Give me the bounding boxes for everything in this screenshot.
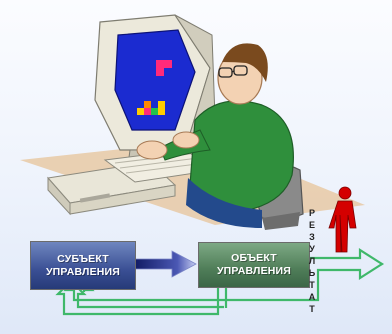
hand: [136, 140, 168, 160]
subject-of-control-block: СУБЪЕКТ УПРАВЛЕНИЯ: [30, 241, 136, 290]
result-letter: Л: [308, 256, 316, 266]
programmer-figure: [136, 43, 294, 228]
result-letter: А: [308, 292, 316, 302]
result-person-icon: [328, 186, 357, 253]
subject-block-line1: СУБЪЕКТ: [57, 252, 109, 265]
result-letter: Т: [309, 304, 315, 314]
glasses-icon: [218, 65, 248, 78]
subject-block-line2: УПРАВЛЕНИЯ: [45, 265, 121, 278]
result-letter: Р: [308, 208, 315, 218]
result-letter: Е: [308, 220, 315, 230]
result-letter: У: [309, 244, 315, 254]
object-of-control-block: ОБЪЕКТ УПРАВЛЕНИЯ: [198, 242, 310, 288]
object-block-line2: УПРАВЛЕНИЯ: [216, 265, 292, 277]
control-arrow: [133, 250, 197, 278]
tetris-game-icon: [137, 60, 172, 115]
result-label: Р Е З У Л Ь Т А Т: [306, 208, 318, 314]
result-letter: З: [309, 232, 315, 242]
result-letter: Ь: [308, 268, 316, 278]
result-letter: Т: [309, 280, 315, 290]
object-block-line1: ОБЪЕКТ: [231, 252, 277, 264]
monitor-screen: [114, 29, 196, 131]
